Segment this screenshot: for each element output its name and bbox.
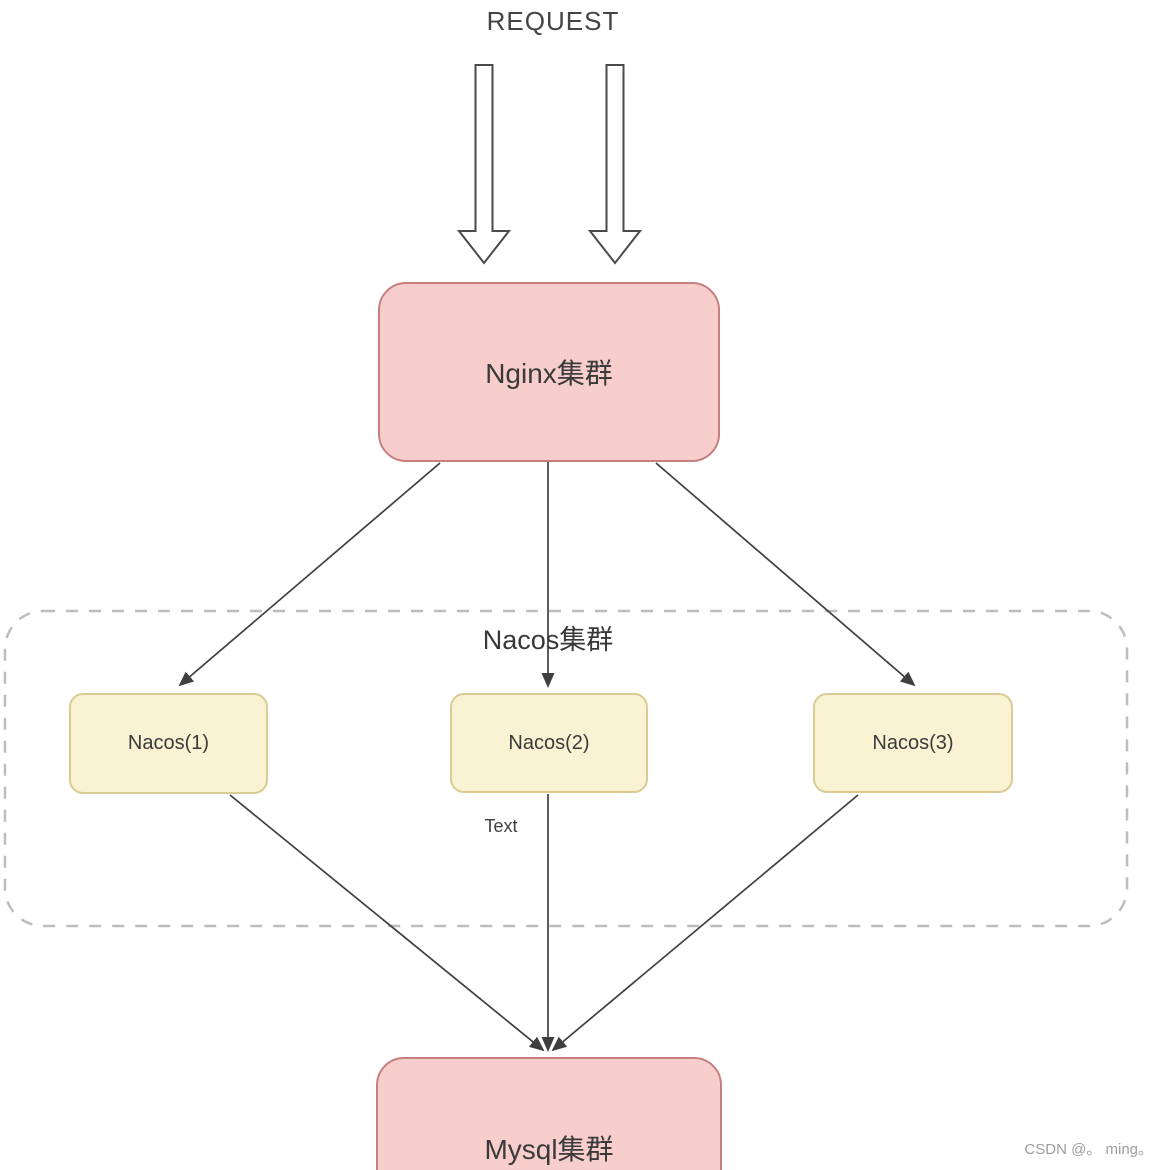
nacos2-label: Nacos(2) (508, 731, 590, 754)
request-arrow-left-icon (456, 64, 512, 265)
nacos3-label: Nacos(3) (872, 731, 954, 754)
request-arrow-right-icon (587, 64, 643, 265)
edge-nginx-to-nacos3 (655, 462, 916, 687)
watermark: CSDN @。 ming。 (1024, 1141, 1153, 1158)
nacos3-node: Nacos(3) (813, 693, 1013, 793)
edge-nacos3-to-mysql (551, 794, 859, 1052)
nacos2-node: Nacos(2) (450, 693, 648, 793)
edge-text-label: Text (484, 816, 518, 836)
nginx-cluster-label: Nginx集群 (485, 358, 613, 389)
mysql-cluster-node: Mysql集群 (376, 1057, 722, 1170)
mysql-cluster-label: Mysql集群 (484, 1134, 614, 1165)
request-label: REQUEST (486, 6, 620, 36)
nacos1-label: Nacos(1) (127, 732, 210, 754)
nginx-cluster-node: Nginx集群 (378, 282, 720, 462)
nacos-cluster-title: Nacos集群 (482, 625, 614, 655)
nacos-cluster-container (3, 609, 1129, 928)
edge-nacos1-to-mysql (229, 794, 545, 1052)
edge-nginx-to-nacos1 (178, 462, 441, 687)
nacos1-node: Nacos(1) (69, 693, 268, 794)
